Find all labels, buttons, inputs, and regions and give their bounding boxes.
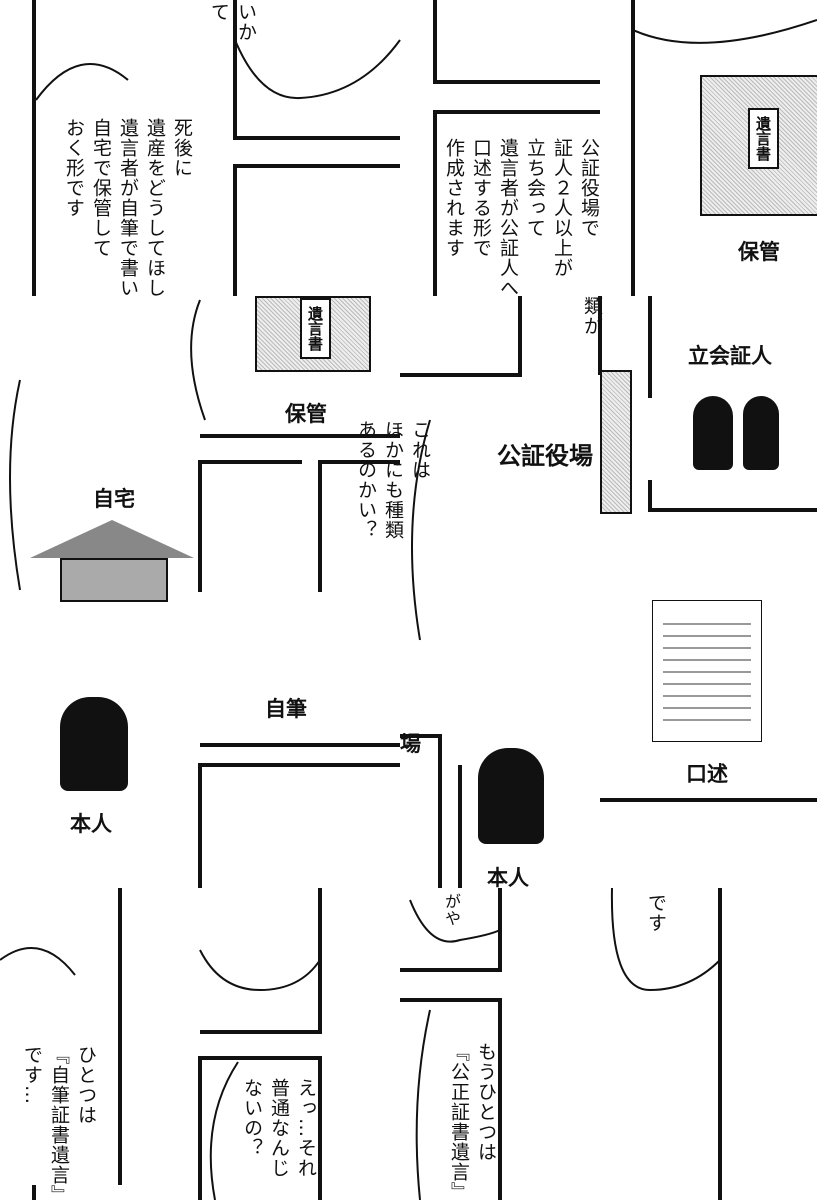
witness-silhouette-icon (743, 396, 779, 470)
dictation-caption: 口述 (686, 762, 728, 786)
speech-text-second-type: もうひとつは 『公正証書遺言』 (448, 1042, 497, 1200)
document-box (700, 75, 817, 216)
person-silhouette-icon (60, 697, 128, 791)
building-edge (600, 370, 632, 514)
home-caption: 自宅 (93, 487, 135, 511)
handwritten-caption: 自筆 (265, 697, 307, 721)
speech-fragment: 類が (581, 296, 603, 336)
speech-fragment: いか て (208, 2, 257, 42)
self-caption: 本人 (487, 866, 529, 890)
speech-text-first-type: ひとつは 『自筆証書遺言』 です… (21, 1045, 97, 1200)
will-document-label: 遺言書 (300, 298, 331, 359)
speech-text-holographic-will-explanation: 死後に 遺産をどうしてほし 遺言者が自筆で書い 自宅で保管して おく形です (63, 118, 193, 298)
speech-fragment: がや (442, 893, 461, 927)
storage-caption: 保管 (738, 240, 780, 264)
caption-fragment: 場 (400, 732, 421, 756)
notary-office-caption: 公証役場 (497, 442, 593, 470)
house-body (60, 558, 168, 602)
witness-caption: 立会証人 (688, 344, 772, 368)
speech-text-notarial-will-explanation: 公証役場で 証人２人以上が 立ち会って 遺言者が公証人へ 口述する形で 作成され… (443, 138, 600, 298)
speech-text-reaction: えっ…それ 普通なんじ ないの？ (241, 1078, 317, 1178)
will-document-label: 遺言書 (748, 108, 779, 169)
person-silhouette-icon (478, 748, 544, 844)
speech-text-question: これは ほかにも種類 あるのかい？ (355, 420, 431, 540)
speech-fragment: です (645, 893, 667, 933)
house-icon (30, 520, 194, 558)
document-icon (652, 600, 762, 742)
storage-caption: 保管 (285, 402, 327, 426)
witness-silhouette-icon (693, 396, 733, 470)
self-caption: 本人 (70, 812, 112, 836)
